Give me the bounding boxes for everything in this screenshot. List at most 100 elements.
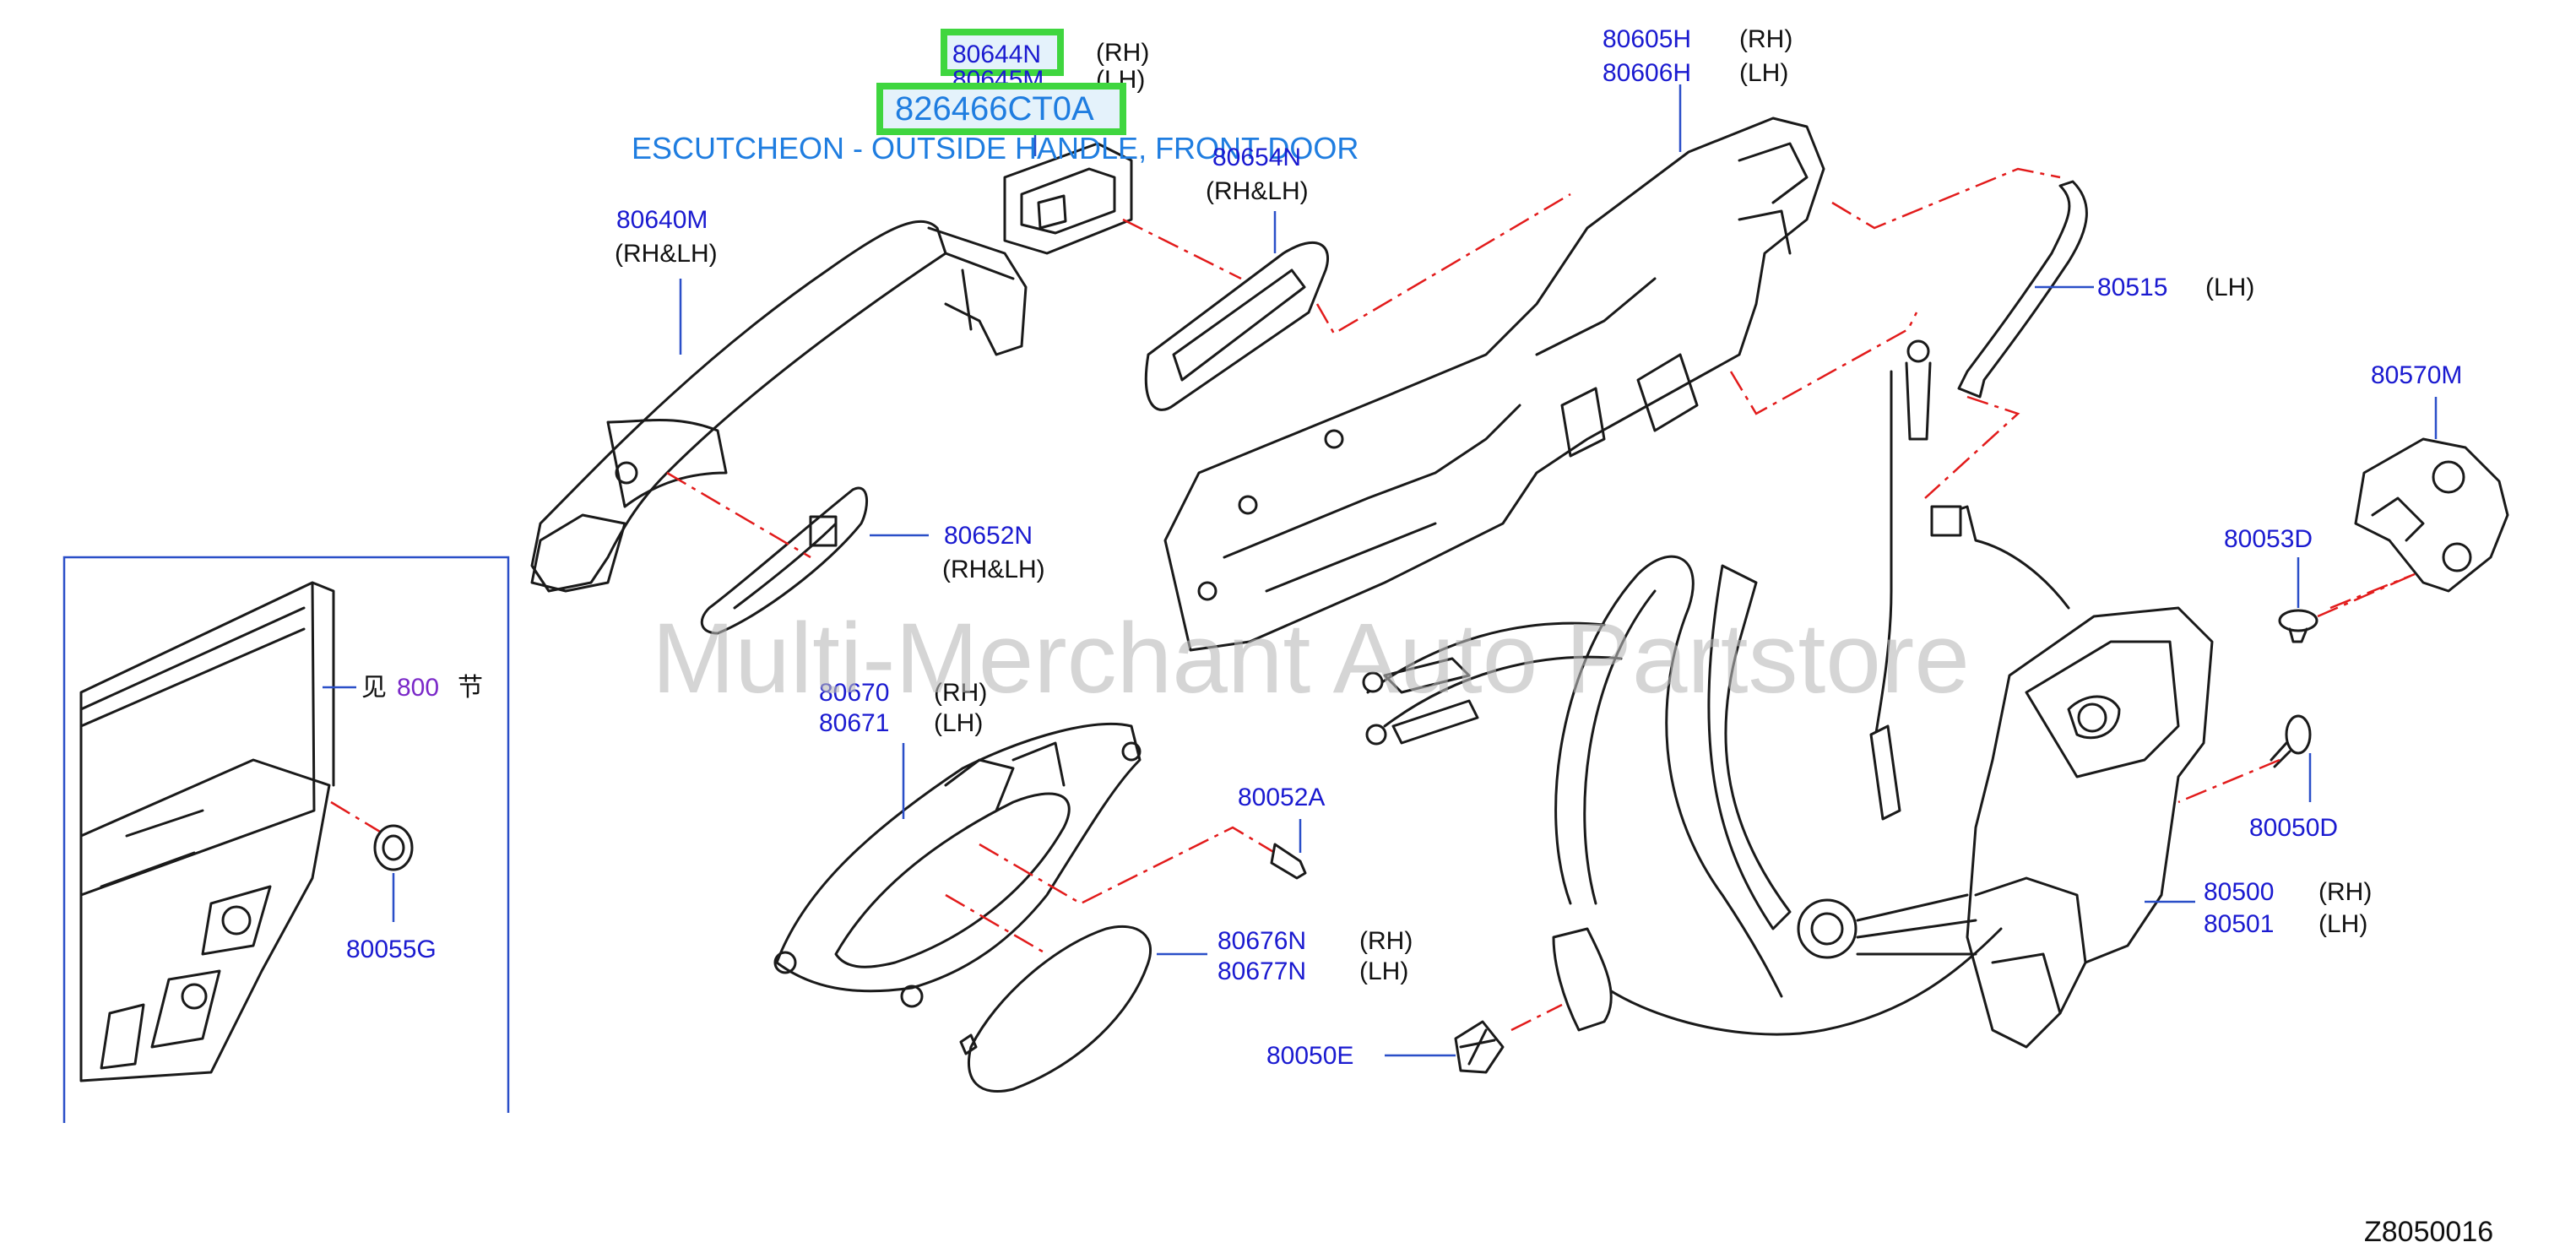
label-80640M: 80640M [616, 206, 708, 234]
rod-80515: 80515 (LH) [1924, 180, 2254, 499]
dash-line [945, 893, 1048, 956]
escutcheon-body [1003, 142, 1133, 255]
label-80640M-side: (RH&LH) [615, 240, 718, 268]
label-80671-side: (LH) [934, 709, 983, 737]
label-80671: 80671 [819, 709, 889, 737]
cable-end-sleeve [1905, 361, 1932, 441]
highlight-box-part-number [876, 83, 1126, 135]
screw-body [1270, 843, 1307, 880]
inset-ref-suffix: 节 [458, 673, 483, 702]
striker-80570M: 80570M [2329, 361, 2509, 610]
handle-tab [530, 513, 626, 593]
escutcheon-80644N: 80644N (RH) 80645M (LH) 826466CT0A ESCUT… [632, 29, 1359, 280]
handle-rear-mount [927, 226, 1028, 356]
cable-vertical [1873, 370, 1893, 745]
label-80515-side: (LH) [2205, 274, 2254, 301]
cable-loop [1560, 927, 2003, 1036]
escutcheon-detail [1020, 167, 1116, 235]
striker-hole [2432, 460, 2465, 494]
screw-head [2278, 609, 2318, 632]
label-80644N-side: (RH) [1096, 39, 1149, 67]
label-80050E: 80050E [1266, 1042, 1353, 1070]
grommet-inner [382, 834, 405, 861]
label-80500: 80500 [2204, 878, 2274, 906]
escutcheon-80676N: 80676N (RH) 80677N (LH) [959, 925, 1413, 1093]
label-80605H-side: (RH) [1739, 25, 1792, 53]
cable-grommet [1797, 898, 1857, 959]
bracket-hole [1197, 581, 1217, 601]
rod-clip [1930, 505, 1962, 537]
inside-handle-lever [944, 741, 1066, 812]
label-80055G: 80055G [346, 936, 437, 963]
inset-ref-prefix: 见 [361, 673, 387, 702]
actuator-face [2025, 640, 2180, 778]
label-80053D: 80053D [2224, 525, 2313, 553]
label-80654N-side: (RH&LH) [1206, 177, 1309, 205]
screw-80050D: 80050D [2177, 714, 2338, 842]
bracket-hole [1238, 495, 1258, 515]
clip-80050E: 80050E [1266, 1003, 1563, 1074]
inset-door-inner [79, 758, 331, 1082]
gasket-slot [809, 515, 838, 547]
grommet-80055G [373, 824, 414, 871]
cable-run [1856, 893, 1977, 956]
screw-head [2285, 714, 2312, 755]
escutcheon-cover [967, 925, 1152, 1093]
actuator-body [1966, 606, 2214, 1049]
label-80654N: 80654N [1212, 144, 1301, 171]
inset-hole [221, 905, 252, 936]
highlight-bg [880, 86, 1123, 132]
cable-grommet-inner [1810, 912, 1844, 946]
highlight-box-80644N [941, 29, 1064, 76]
dash-line [1510, 1003, 1563, 1032]
bracket-ribs [1223, 277, 1699, 593]
gasket-body [700, 486, 869, 635]
dash-line [666, 471, 811, 559]
cable-boot [1552, 927, 1613, 1032]
lock-actuator-80500: 80500 (RH) 80501 (LH) [1930, 505, 2372, 1049]
striker-loop [2371, 496, 2425, 542]
highlight-bg [944, 32, 1060, 73]
actuator-detail [1974, 876, 2087, 1015]
label-80677N: 80677N [1217, 957, 1306, 985]
escutcheon-tab [959, 1033, 978, 1055]
inset-hole [181, 983, 208, 1010]
dash-line [2329, 572, 2416, 610]
label-80501-side: (LH) [2318, 910, 2367, 938]
dash-line [979, 826, 1276, 905]
gasket-inner [733, 522, 838, 610]
label-80515: 80515 [2097, 274, 2167, 301]
striker-hole [2442, 542, 2472, 572]
inside-handle-hole [1121, 741, 1142, 762]
cable-end [1906, 339, 1930, 363]
clip-detail [1459, 1028, 1496, 1066]
clip-body [1454, 1020, 1505, 1074]
gasket-body [1144, 241, 1330, 411]
caption-escutcheon: ESCUTCHEON - OUTSIDE HANDLE, FRONT DOOR [632, 131, 1359, 165]
inset-ref-number: 800 [397, 674, 439, 702]
inset-door-panel: 见 800 节 80055G [62, 556, 510, 1123]
actuator-motor [2077, 702, 2107, 733]
dash-line [1122, 218, 1242, 280]
gasket-inner [1172, 268, 1306, 382]
handle-hole [615, 461, 638, 485]
inside-handle-recess [834, 792, 1071, 968]
inside-handle-hole [900, 984, 924, 1008]
striker-plate [2354, 437, 2509, 593]
inside-handle-hole [773, 951, 797, 974]
dash-line [1729, 312, 1918, 415]
cable-sheath [1583, 589, 1657, 905]
gasket-80652N: 80652N (RH&LH) [666, 471, 1045, 635]
screw-shank [2270, 741, 2291, 768]
handle-front [606, 419, 728, 508]
label-80605H: 80605H [1603, 25, 1691, 53]
rod-body [1957, 180, 2088, 399]
dash-line [2177, 758, 2280, 804]
cable-sheath [1554, 555, 1783, 998]
cable-assembly [1362, 339, 2003, 1036]
label-80606H-side: (LH) [1739, 59, 1788, 87]
screw-80053D: 80053D [2224, 525, 2416, 643]
inside-handle-80670: 80670 (RH) 80671 (LH) [773, 679, 1276, 1008]
inset-door-details [100, 809, 272, 1070]
